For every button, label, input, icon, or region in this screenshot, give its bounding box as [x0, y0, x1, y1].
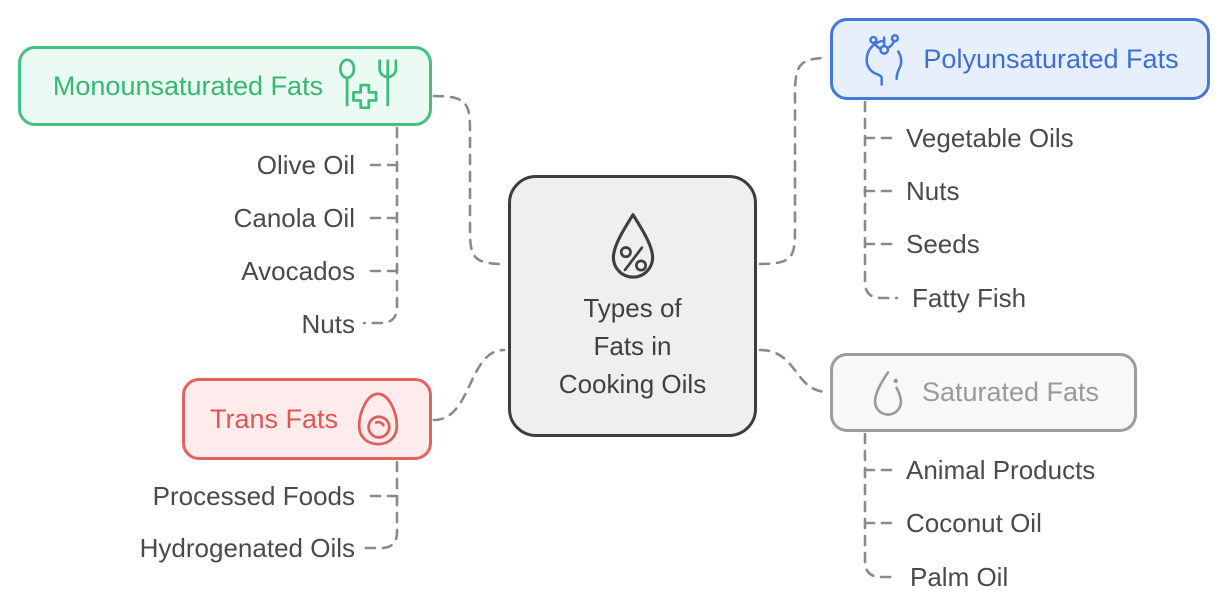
edge-root-monounsaturated	[432, 94, 506, 266]
edge-root-saturated	[758, 348, 830, 394]
branch-node-trans-fats: Trans Fats	[182, 378, 432, 460]
child-label-animal-products: Animal Products	[906, 455, 1096, 485]
root-label-line: Cooking Oils	[558, 369, 707, 399]
spoon-fork-health-icon	[339, 58, 398, 110]
child-label-nuts: Nuts	[301, 309, 355, 339]
child-label-canola-oil: Canola Oil	[233, 203, 355, 233]
root-node: Types of Fats in Cooking Oils	[508, 175, 757, 437]
oil-drop-icon	[873, 370, 903, 416]
droplet-percent-icon	[611, 213, 654, 279]
tree-transfats-trunk	[362, 460, 399, 550]
child-label-hydrogenated-oils: Hydrogenated Oils	[139, 533, 355, 563]
head-nutrition-icon	[865, 34, 903, 86]
child-label-coconut-oil: Coconut Oil	[906, 508, 1042, 538]
child-label-fatty-fish: Fatty Fish	[912, 283, 1027, 313]
branch-node-polyunsaturated-fats: Polyunsaturated Fats	[830, 18, 1210, 100]
egg-yolk-icon	[357, 392, 399, 446]
child-label-vegetable-oils: Vegetable Oils	[906, 123, 1074, 153]
child-label-processed-foods: Processed Foods	[152, 481, 355, 511]
tree-polyunsaturated-trunk	[863, 100, 899, 300]
edge-root-transfats	[432, 348, 506, 422]
branch-node-monounsaturated-fats: Monounsaturated Fats	[18, 46, 432, 126]
child-label-avocados: Avocados	[241, 256, 355, 286]
tree-monounsaturated-trunk	[362, 126, 399, 325]
child-label-nuts: Nuts	[906, 176, 960, 206]
child-label-palm-oil: Palm Oil	[910, 562, 1009, 592]
branch-node-saturated-fats: Saturated Fats	[830, 353, 1137, 432]
branch-label: Saturated Fats	[921, 377, 1100, 407]
child-label-olive-oil: Olive Oil	[256, 150, 355, 180]
tree-saturated-trunk	[863, 432, 899, 579]
root-node-label: Types of Fats in Cooking Oils	[559, 289, 706, 403]
branch-label: Polyunsaturated Fats	[923, 43, 1179, 74]
edge-root-polyunsaturated	[758, 56, 830, 266]
branch-label: Monounsaturated Fats	[52, 70, 324, 101]
child-label-seeds: Seeds	[906, 229, 980, 259]
root-label-line: Types of	[583, 293, 682, 323]
root-label-line: Fats in	[593, 331, 672, 361]
branch-label: Trans Fats	[209, 403, 339, 434]
